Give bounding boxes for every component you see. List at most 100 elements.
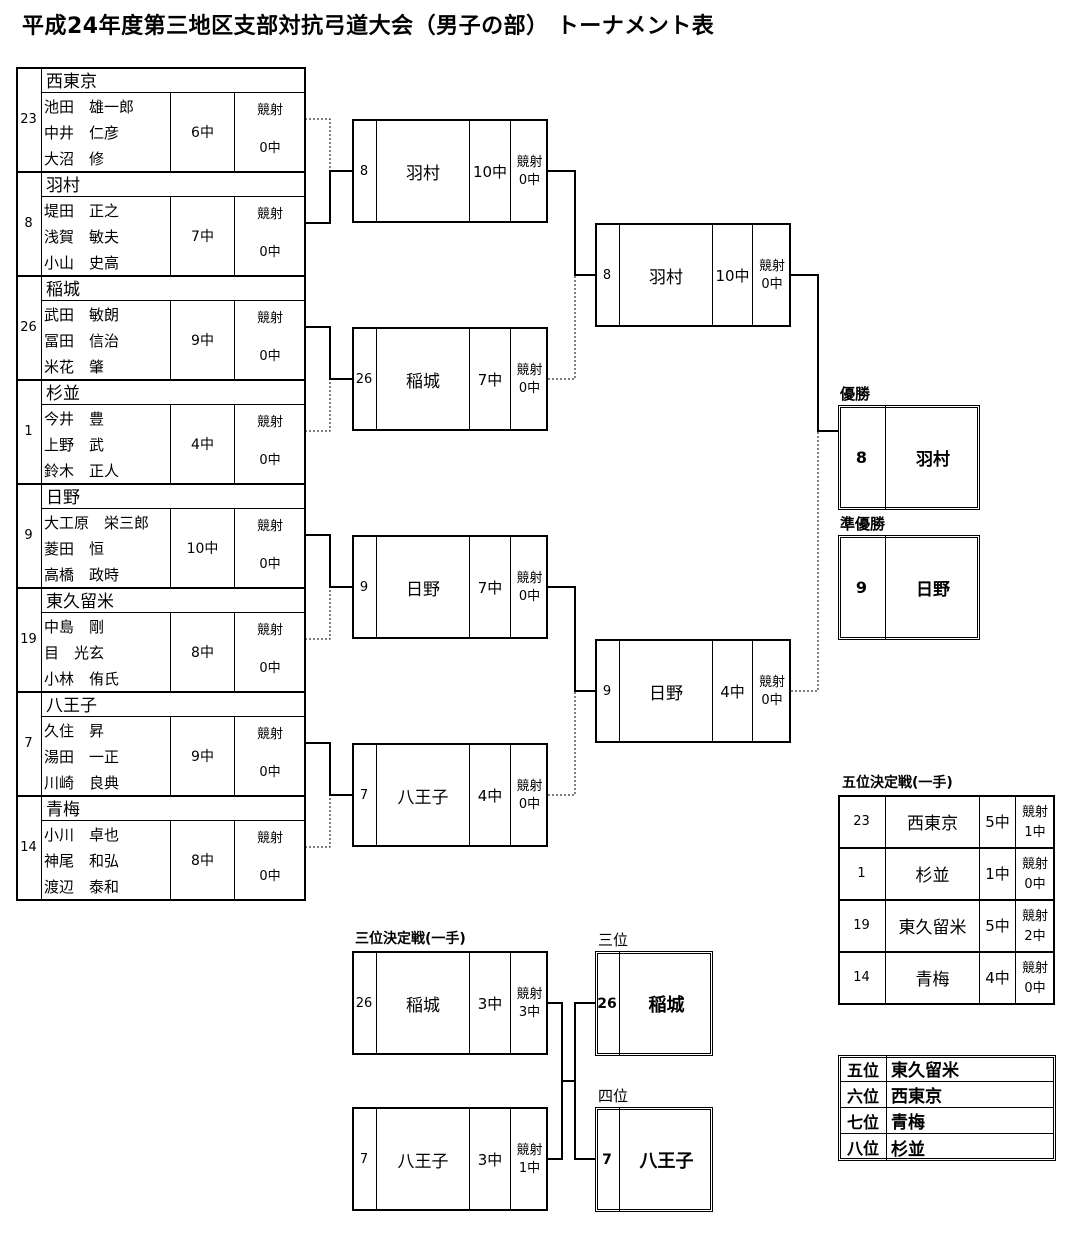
- kyosha-label: 競射: [256, 414, 283, 430]
- kyosha-label: 競射: [516, 154, 543, 170]
- runner-up-seed: 9: [838, 535, 886, 640]
- rank-team: 杉並: [891, 1139, 925, 1160]
- kyosha-score: 0中: [259, 556, 281, 572]
- team-name: 杉並: [42, 379, 305, 405]
- player-name: 川崎 良典: [44, 773, 120, 792]
- team-name: 八王子: [377, 743, 470, 847]
- team-name: 羽村: [620, 223, 713, 327]
- kyosha-score: 2中: [1024, 928, 1046, 944]
- kyosha-label: 競射: [758, 258, 785, 274]
- kyosha-label: 競射: [516, 1142, 543, 1158]
- seed: 1: [838, 847, 886, 899]
- kyosha-score: 0中: [259, 452, 281, 468]
- seed: 23: [838, 795, 886, 847]
- winner-connector: [791, 274, 838, 432]
- loser-connector: [305, 118, 331, 171]
- team-name: 杉並: [886, 847, 980, 899]
- team-score: 8中: [170, 821, 235, 899]
- team-name: 東久留米: [42, 587, 305, 613]
- kyosha-label: 競射: [516, 570, 543, 586]
- team-score: 4中: [170, 405, 235, 483]
- rank-team: 西東京: [887, 1082, 1053, 1108]
- score: 5中: [980, 899, 1016, 951]
- kyosha-label: 競射: [256, 518, 283, 534]
- seed: 26: [352, 327, 377, 431]
- kyosha-score: 0中: [518, 796, 541, 812]
- team-score: 8中: [170, 613, 235, 691]
- kyosha-label: 競射: [256, 622, 283, 638]
- fourth-name: 八王子: [639, 1150, 694, 1172]
- third-place-match-box: [352, 951, 548, 1055]
- kyosha-label: 競射: [256, 726, 283, 742]
- fourth-label: 四位: [598, 1086, 629, 1105]
- kyosha-label: 競射: [256, 102, 283, 118]
- kyosha-score: 1中: [518, 1160, 541, 1176]
- score: 7中: [470, 535, 511, 639]
- champion: [838, 405, 980, 510]
- team-name: 日野: [620, 639, 713, 743]
- winner-connector: [548, 586, 595, 692]
- kyosha-score: 0中: [518, 380, 541, 396]
- kyosha-score: 1中: [1024, 824, 1046, 840]
- winner-connector: [305, 170, 352, 224]
- loser-connector: [305, 587, 331, 640]
- runner-up: [838, 535, 980, 640]
- team-name: 青梅: [886, 951, 980, 1003]
- rank-label: 七位: [840, 1108, 887, 1134]
- winner-connector: [305, 326, 352, 380]
- rank-team: 東久留米: [887, 1056, 1053, 1082]
- kyosha-score: 0中: [761, 692, 783, 708]
- team-name: 羽村: [42, 171, 305, 197]
- player-name: 武田 敏朗: [44, 305, 120, 324]
- kyosha-label: 競射: [1021, 960, 1048, 976]
- seed: 19: [838, 899, 886, 951]
- loser-connector: [791, 431, 819, 692]
- champion-seed: 8: [838, 405, 886, 510]
- kyosha-score: 0中: [259, 660, 281, 676]
- team-name: 八王子: [42, 691, 305, 717]
- kyosha-label: 競射: [1021, 856, 1048, 872]
- team-name: 日野: [377, 535, 470, 639]
- player-name: 大沼 修: [44, 149, 105, 168]
- team-seed: 7: [16, 691, 42, 795]
- loser-connector: [548, 691, 576, 796]
- runner-up-label: 準優勝: [840, 514, 886, 533]
- player-name: 渡辺 泰和: [44, 877, 120, 896]
- kyosha-label: 競射: [1021, 908, 1048, 924]
- player-name: 小川 卓也: [44, 825, 120, 844]
- player-name: 鈴木 正人: [44, 461, 120, 480]
- player-name: 目 光玄: [44, 643, 105, 662]
- player-name: 小林 侑氏: [44, 669, 120, 688]
- seed: 9: [595, 639, 620, 743]
- kyosha-score: 0中: [1024, 980, 1046, 996]
- third-label: 三位: [598, 930, 629, 949]
- team-name: 羽村: [377, 119, 470, 223]
- rank-label: 八位: [840, 1134, 887, 1160]
- team-name: 西東京: [42, 67, 305, 93]
- team-name: 東久留米: [886, 899, 980, 951]
- score: 10中: [713, 223, 753, 327]
- seed: 7: [352, 743, 377, 847]
- winner-connector: [305, 534, 352, 588]
- player-name: 今井 豊: [44, 409, 105, 428]
- score: 5中: [980, 795, 1016, 847]
- seed: 14: [838, 951, 886, 1003]
- team-name: 稲城: [42, 275, 305, 301]
- player-name: 中島 剛: [44, 617, 105, 636]
- team-seed: 9: [16, 483, 42, 587]
- score: 1中: [980, 847, 1016, 899]
- kyosha-label: 競射: [1021, 804, 1048, 820]
- loser-connector: [548, 275, 576, 380]
- semifinal-box: [595, 223, 791, 327]
- team-seed: 26: [16, 275, 42, 379]
- fifth-place-row: [838, 951, 1055, 1005]
- team-score: 9中: [170, 301, 235, 379]
- team-name: 稲城: [377, 327, 470, 431]
- team-seed: 23: [16, 67, 42, 171]
- team-seed: 1: [16, 379, 42, 483]
- third: [595, 951, 713, 1056]
- kyosha-label: 競射: [516, 362, 543, 378]
- player-name: 米花 肇: [44, 357, 105, 376]
- kyosha-score: 0中: [259, 244, 281, 260]
- seed: 26: [352, 951, 377, 1055]
